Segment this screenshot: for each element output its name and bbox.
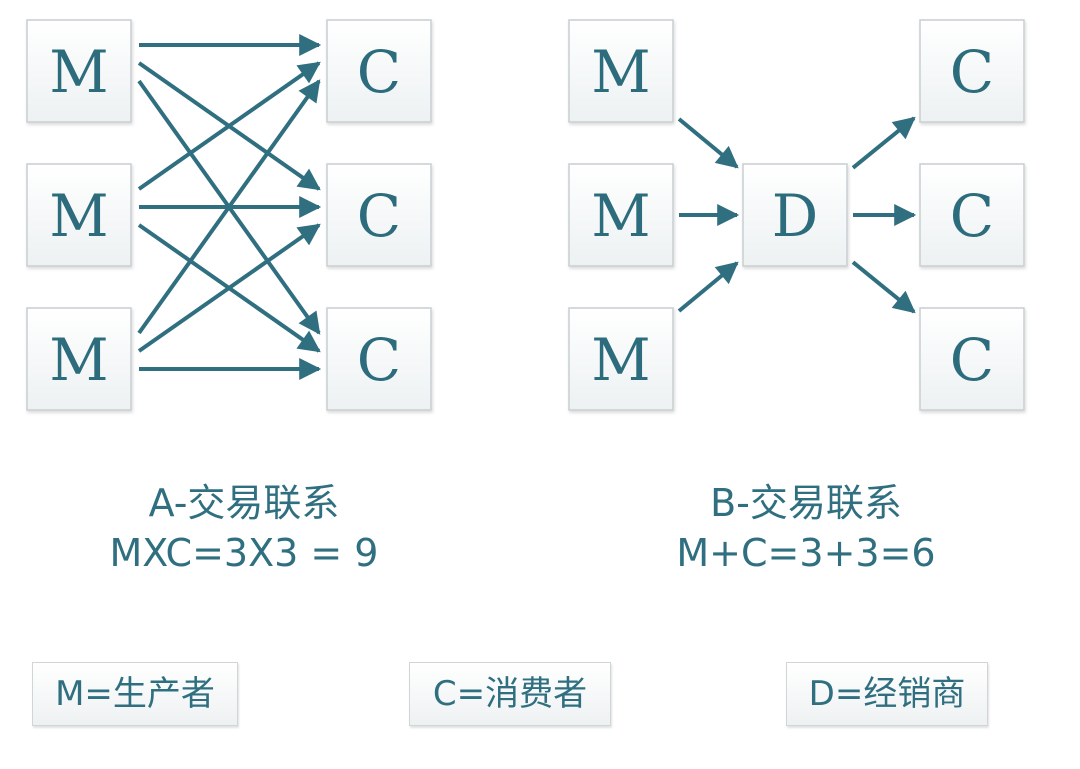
- diagram-a-caption: A-交易联系 MXC=3X3 = 9: [44, 478, 444, 578]
- node-b-d: D: [742, 163, 848, 267]
- node-label: C: [357, 326, 401, 394]
- node-b-m3: M: [568, 307, 674, 411]
- edge-b-d-to-b-c1: [851, 116, 916, 170]
- node-box: [919, 19, 1025, 123]
- node-a-m1: M: [26, 19, 132, 123]
- edge-b-d-to-b-c3: [851, 260, 916, 314]
- node-b-m2: M: [568, 163, 674, 267]
- diagram-a-formula: MXC=3X3 = 9: [109, 531, 379, 575]
- node-label: C: [357, 38, 401, 106]
- node-label: M: [49, 326, 108, 394]
- edge-a-m3-to-a-c2: [137, 223, 321, 353]
- node-b-c2: C: [919, 163, 1025, 267]
- node-box: [26, 163, 132, 267]
- node-label: C: [950, 38, 994, 106]
- node-box: [568, 19, 674, 123]
- edges-layer: [137, 34, 917, 380]
- edge-b-m1-to-b-d: [677, 117, 739, 169]
- node-label: M: [591, 38, 650, 106]
- node-b-c1: C: [919, 19, 1025, 123]
- node-label: M: [49, 182, 108, 250]
- node-box: [568, 163, 674, 267]
- node-a-c1: C: [326, 19, 432, 123]
- node-label: C: [950, 182, 994, 250]
- node-box: [326, 163, 432, 267]
- diagram-b-title: B-交易联系: [710, 481, 902, 525]
- node-a-m2: M: [26, 163, 132, 267]
- diagram-a-title: A-交易联系: [148, 481, 340, 525]
- node-box: [326, 307, 432, 411]
- node-b-m1: M: [568, 19, 674, 123]
- legend-producer: M=生产者: [32, 662, 238, 726]
- node-box: [568, 307, 674, 411]
- node-label: M: [591, 326, 650, 394]
- nodes-layer: M M M C C C M M M D C C C: [26, 19, 1025, 411]
- node-box: [26, 19, 132, 123]
- node-b-c3: C: [919, 307, 1025, 411]
- node-a-c3: C: [326, 307, 432, 411]
- node-label: C: [357, 182, 401, 250]
- node-label: C: [950, 326, 994, 394]
- edge-b-m3-to-b-d: [677, 261, 739, 313]
- diagram-b-formula: M+C=3+3=6: [676, 531, 936, 575]
- diagram-b-caption: B-交易联系 M+C=3+3=6: [606, 478, 1006, 578]
- node-box: [919, 163, 1025, 267]
- legend-distributor: D=经销商: [786, 662, 988, 726]
- node-box: [326, 19, 432, 123]
- node-box: [742, 163, 848, 267]
- node-a-c2: C: [326, 163, 432, 267]
- node-label: M: [49, 38, 108, 106]
- node-box: [26, 307, 132, 411]
- node-box: [919, 307, 1025, 411]
- edge-a-m3-to-a-c1: [137, 79, 321, 335]
- node-a-m3: M: [26, 307, 132, 411]
- node-label: M: [591, 182, 650, 250]
- edge-a-m2-to-a-c1: [137, 61, 321, 191]
- legend-consumer: C=消费者: [409, 662, 611, 726]
- node-label: D: [772, 182, 819, 250]
